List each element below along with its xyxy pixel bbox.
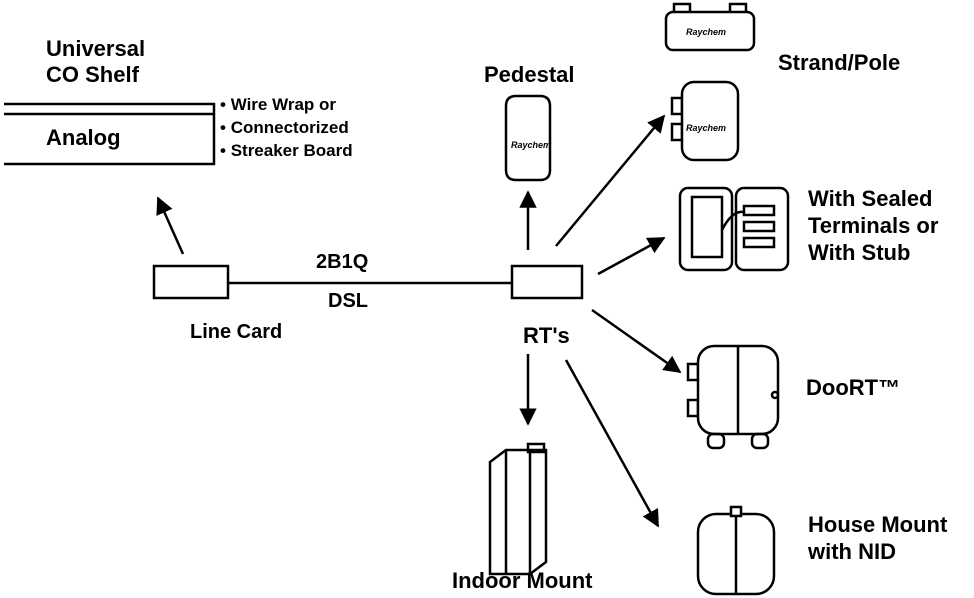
protocol-2b1q: 2B1Q	[316, 251, 368, 273]
strand-pole-top-icon	[664, 2, 756, 52]
arrow-to-sealed-terminals	[597, 236, 666, 276]
strand-pole-top-brand: Raychem	[686, 27, 726, 37]
house-mount-icon	[696, 505, 776, 596]
rt-label: RT's	[523, 323, 570, 348]
protocol-dsl: DSL	[328, 290, 368, 312]
pedestal-label: Pedestal	[484, 62, 575, 87]
house-mount-line2: with NID	[807, 539, 896, 564]
line-card-label: Line Card	[190, 321, 282, 343]
co-shelf-bullet-1: • Wire Wrap or	[220, 95, 336, 114]
indoor-mount-icon	[488, 442, 548, 576]
co-shelf-bullet-3: • Streaker Board	[220, 141, 353, 160]
co-shelf-bullet-2: • Connectorized	[220, 118, 349, 137]
doort-label: DooRT™	[806, 375, 900, 400]
sealed-terminals-line3: With Stub	[808, 240, 910, 265]
sealed-terminals-line1: With Sealed	[808, 186, 933, 211]
sealed-terminals-line2: Terminals or	[808, 213, 939, 238]
arrow-to-co-shelf	[156, 196, 185, 255]
house-mount-line1: House Mount	[808, 512, 948, 537]
arrow-to-strand-pole	[555, 114, 666, 247]
line-card-box	[152, 264, 230, 300]
arrow-to-doort	[591, 308, 682, 374]
pedestal-brand: Raychem	[511, 140, 551, 150]
co-shelf-analog-label: Analog	[46, 125, 121, 150]
co-shelf-title-line1: Universal	[46, 36, 145, 61]
strand-pole-label: Strand/Pole	[778, 50, 900, 75]
co-shelf-box	[4, 102, 216, 166]
pedestal-icon	[504, 94, 552, 182]
doort-icon	[686, 344, 780, 450]
co-shelf-title-line2: CO Shelf	[46, 62, 140, 87]
strand-pole-side-brand: Raychem	[686, 123, 726, 133]
sealed-terminals-icon	[678, 186, 790, 272]
arrow-to-house-mount	[564, 359, 660, 528]
indoor-mount-label: Indoor Mount	[452, 568, 593, 593]
rt-box	[510, 264, 584, 300]
strand-pole-side-icon	[670, 80, 740, 162]
